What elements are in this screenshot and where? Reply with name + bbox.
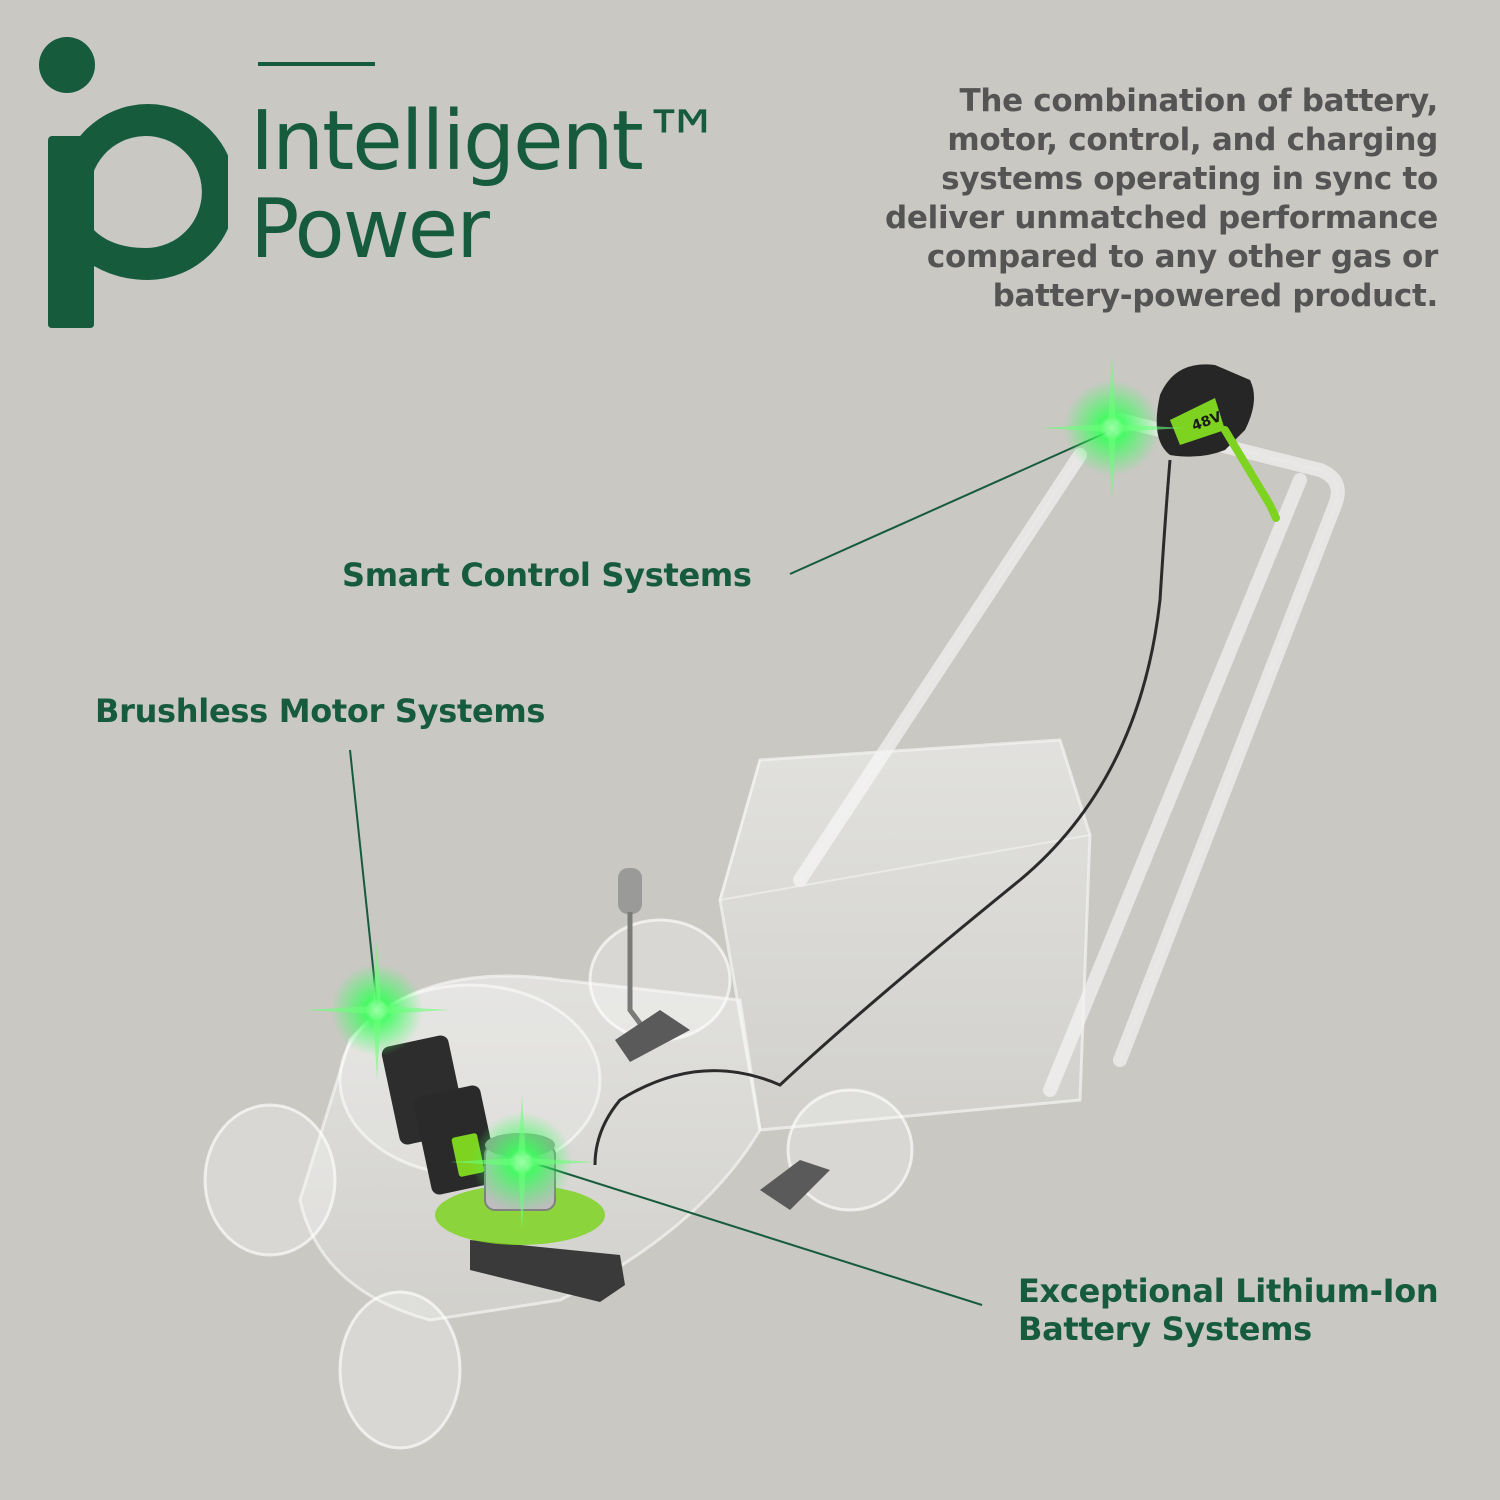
callout-battery: Exceptional Lithium-Ion Battery Systems	[1018, 1272, 1439, 1348]
brand-line-2: Power	[250, 182, 490, 277]
callout-battery-line-2: Battery Systems	[1018, 1310, 1312, 1348]
tagline-line: The combination of battery,	[959, 83, 1438, 119]
mower-blade	[470, 1240, 625, 1302]
smart-control-module: 48V	[1156, 364, 1280, 522]
tagline-line: compared to any other gas or	[926, 239, 1438, 275]
power-cable	[593, 459, 1172, 1166]
brand-wordmark: Intelligent™ Power	[250, 94, 724, 277]
grass-bag	[718, 738, 1092, 1132]
tagline: The combination of battery, motor, contr…	[838, 82, 1438, 316]
mower-wheels	[203, 918, 914, 1450]
tagline-line: motor, control, and charging	[947, 122, 1438, 158]
ip-logo-icon	[39, 37, 228, 328]
tagline-line: battery-powered product.	[992, 278, 1439, 314]
highlight-glows	[305, 355, 1185, 1230]
height-adjust-lever	[615, 868, 830, 1210]
callout-brushless-motor: Brushless Motor Systems	[95, 692, 546, 730]
callout-battery-line-1: Exceptional Lithium-Ion	[1018, 1272, 1439, 1310]
brand-line-1: Intelligent™	[250, 94, 724, 189]
tagline-line: systems operating in sync to	[941, 161, 1438, 197]
tagline-line: deliver unmatched performance	[885, 200, 1438, 236]
callout-leader-lines	[349, 429, 1113, 1306]
callout-smart-control: Smart Control Systems	[342, 556, 752, 594]
logo-divider	[258, 62, 375, 66]
